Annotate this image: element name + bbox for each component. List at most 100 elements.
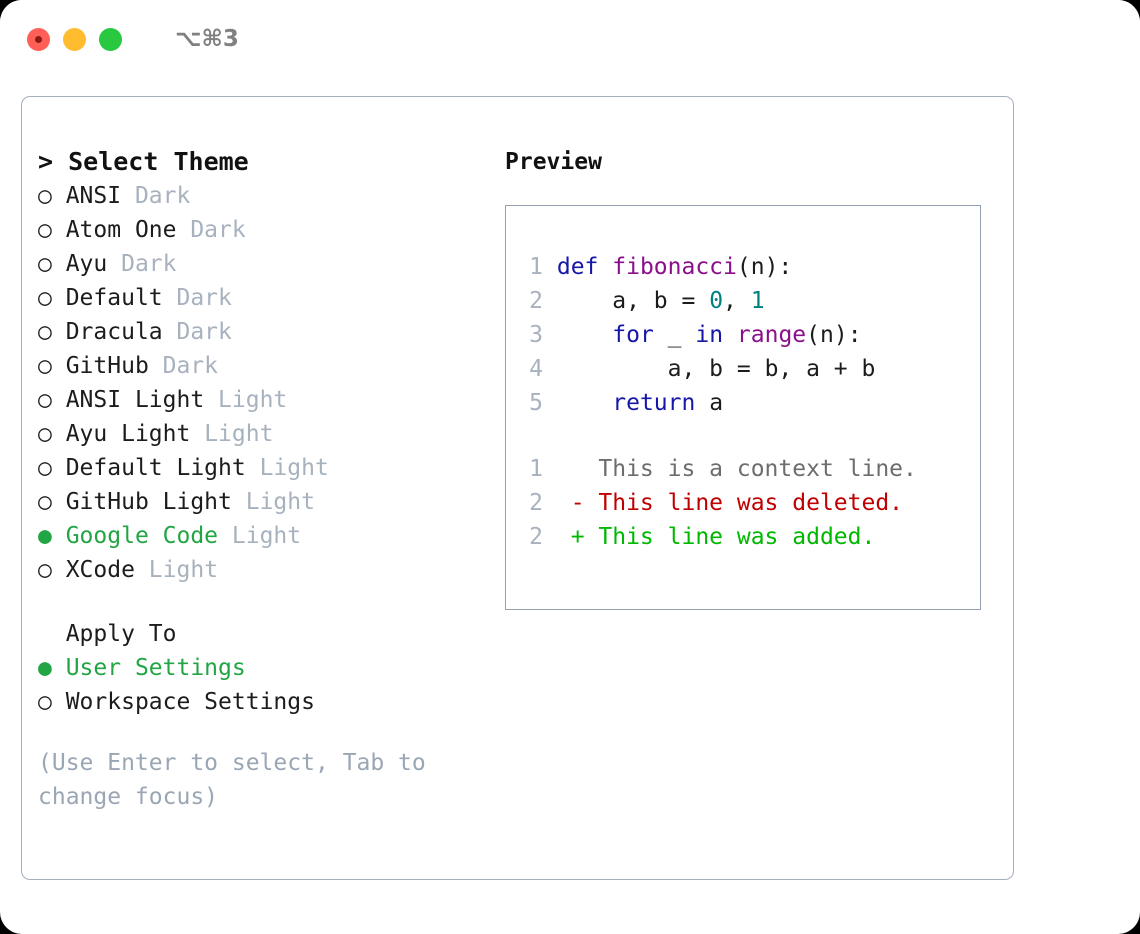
zoom-button[interactable]	[99, 27, 122, 51]
code-token: return	[612, 390, 696, 416]
radio-unselected-icon: ○	[38, 689, 52, 715]
code-line: 2 a, b = 0, 1	[506, 284, 980, 318]
title-bar: ⌥⌘3	[0, 0, 1140, 78]
apply-to-option-user-settings[interactable]: ● User Settings	[38, 651, 492, 685]
radio-unselected-icon: ○	[38, 557, 52, 583]
theme-option-label: Default	[51, 285, 163, 311]
theme-option-label: ANSI Light	[51, 387, 205, 413]
theme-selector-column: > Select Theme ○ ANSI Dark○ Atom One Dar…	[22, 97, 492, 879]
theme-option-default[interactable]: ○ Default Dark	[38, 281, 492, 315]
minimize-button[interactable]	[63, 27, 86, 51]
theme-option-tag: Dark	[121, 183, 191, 209]
theme-option-tag: Dark	[176, 217, 246, 243]
hint-text-line1: (Use Enter to select, Tab to	[38, 750, 426, 776]
theme-option-label: ANSI	[51, 183, 122, 209]
code-token: a, b =	[556, 288, 710, 314]
line-number: 2	[529, 288, 543, 314]
line-number: 2	[529, 524, 543, 550]
theme-option-google-code[interactable]: ● Google Code Light	[38, 519, 492, 553]
diff-line-add: 2 + This line was added.	[506, 520, 980, 554]
radio-unselected-icon: ○	[38, 217, 52, 243]
theme-option-tag: Light	[134, 557, 219, 583]
theme-option-github[interactable]: ○ GitHub Dark	[38, 349, 492, 383]
code-gutter-space	[543, 390, 557, 416]
code-token: def	[556, 254, 613, 280]
diff-text: This is a context line.	[584, 456, 917, 482]
code-line: 1 def fibonacci(n):	[506, 250, 980, 284]
radio-unselected-icon: ○	[38, 387, 52, 413]
close-button[interactable]	[27, 27, 50, 51]
theme-option-ansi-light[interactable]: ○ ANSI Light Light	[38, 383, 492, 417]
theme-option-ayu[interactable]: ○ Ayu Dark	[38, 247, 492, 281]
code-token: (n):	[806, 322, 862, 348]
radio-unselected-icon: ○	[38, 489, 52, 515]
theme-option-tag: Dark	[162, 285, 232, 311]
code-token: in	[695, 322, 724, 348]
theme-option-tag: Dark	[107, 251, 177, 277]
theme-option-label: GitHub Light	[51, 489, 232, 515]
theme-option-tag: Light	[231, 489, 315, 515]
code-token	[723, 322, 737, 348]
preview-heading: Preview	[505, 149, 602, 175]
code-token: ,	[723, 288, 751, 314]
code-token	[557, 390, 612, 416]
line-number: 2	[529, 490, 543, 516]
apply-to-heading: Apply To	[38, 621, 177, 647]
code-token	[557, 322, 612, 348]
theme-option-tag: Light	[245, 455, 329, 481]
code-gutter-space	[543, 254, 557, 280]
radio-unselected-icon: ○	[38, 251, 52, 277]
main-panel: > Select Theme ○ ANSI Dark○ Atom One Dar…	[21, 96, 1014, 880]
diff-marker: -	[543, 490, 585, 516]
code-token: fibonacci	[612, 254, 737, 280]
apply-to-list: ● User Settings○ Workspace Settings	[38, 651, 492, 719]
code-gutter-space	[543, 288, 557, 314]
window-title-shortcut: ⌥⌘3	[175, 26, 239, 52]
radio-unselected-icon: ○	[38, 183, 52, 209]
code-token: 1	[750, 288, 765, 314]
theme-option-ansi[interactable]: ○ ANSI Dark	[38, 179, 492, 213]
radio-unselected-icon: ○	[38, 421, 52, 447]
theme-option-label: Google Code	[51, 523, 219, 549]
theme-option-tag: Dark	[148, 353, 219, 379]
code-token: range	[736, 322, 807, 348]
theme-option-atom-one[interactable]: ○ Atom One Dark	[38, 213, 492, 247]
radio-selected-icon: ●	[38, 655, 52, 681]
theme-option-tag: Light	[204, 387, 288, 413]
code-gutter-space	[543, 356, 557, 382]
theme-option-tag: Light	[190, 421, 274, 447]
theme-option-default-light[interactable]: ○ Default Light Light	[38, 451, 492, 485]
hint-text-line2: change focus)	[38, 784, 219, 810]
theme-option-label: Atom One	[51, 217, 177, 243]
code-line: 3 for _ in range(n):	[506, 318, 980, 352]
preview-column: Preview 1 def fibonacci(n):2 a, b = 0, 1…	[492, 97, 1013, 879]
code-line: 4 a, b = b, a + b	[506, 352, 980, 386]
code-token: for	[612, 322, 654, 348]
line-number: 5	[529, 390, 543, 416]
theme-option-label: Ayu	[51, 251, 108, 277]
theme-option-github-light[interactable]: ○ GitHub Light Light	[38, 485, 492, 519]
code-token: (n):	[736, 254, 793, 280]
theme-option-dracula[interactable]: ○ Dracula Dark	[38, 315, 492, 349]
code-line: 5 return a	[506, 386, 980, 420]
diff-text: This line was added.	[584, 524, 876, 550]
theme-list: ○ ANSI Dark○ Atom One Dark○ Ayu Dark○ De…	[38, 179, 492, 587]
radio-unselected-icon: ○	[38, 285, 52, 311]
diff-marker: +	[543, 524, 585, 550]
line-number: 4	[529, 356, 543, 382]
theme-option-ayu-light[interactable]: ○ Ayu Light Light	[38, 417, 492, 451]
traffic-lights	[27, 27, 122, 51]
apply-to-option-workspace-settings[interactable]: ○ Workspace Settings	[38, 685, 492, 719]
line-number: 3	[529, 322, 543, 348]
line-number: 1	[529, 456, 543, 482]
theme-option-tag: Light	[218, 523, 302, 549]
radio-selected-icon: ●	[38, 523, 52, 549]
theme-option-label: Ayu Light	[51, 421, 191, 447]
code-token: _	[653, 322, 696, 348]
theme-option-tag: Dark	[162, 319, 232, 345]
theme-option-xcode[interactable]: ○ XCode Light	[38, 553, 492, 587]
code-token: 0	[709, 288, 724, 314]
apply-to-option-label: User Settings	[51, 655, 246, 681]
